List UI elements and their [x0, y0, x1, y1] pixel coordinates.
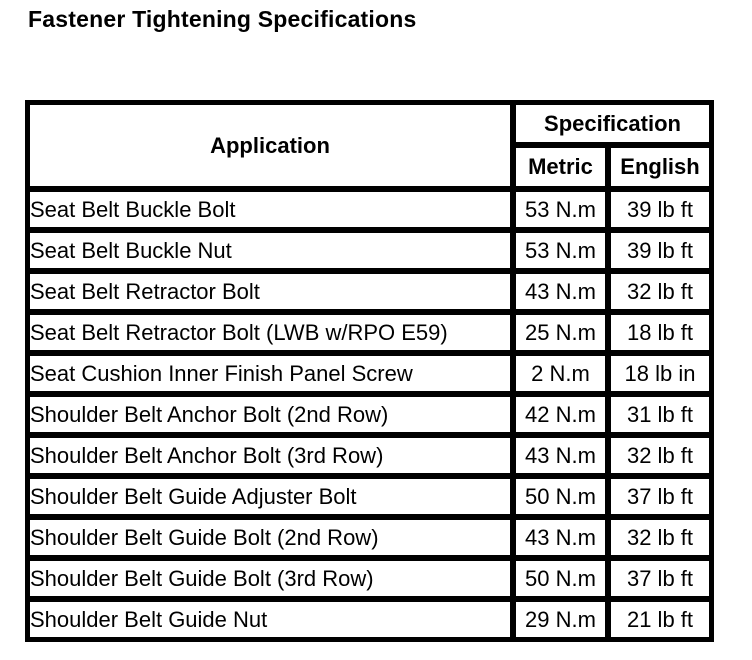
application-cell: Seat Cushion Inner Finish Panel Screw [27, 353, 513, 394]
table-row: Shoulder Belt Anchor Bolt (3rd Row) 43 N… [27, 435, 712, 476]
table-row: Seat Cushion Inner Finish Panel Screw 2 … [27, 353, 712, 394]
table-row: Shoulder Belt Guide Bolt (3rd Row) 50 N.… [27, 558, 712, 599]
header-row-units: Metric English [27, 145, 712, 189]
metric-cell: 43 N.m [513, 517, 608, 558]
application-cell: Shoulder Belt Anchor Bolt (2nd Row) [27, 394, 513, 435]
metric-cell: 50 N.m [513, 476, 608, 517]
column-header-metric: Metric [513, 145, 608, 189]
table-row: Shoulder Belt Anchor Bolt (2nd Row) 42 N… [27, 394, 712, 435]
fastener-spec-table: Application Specification Metric English… [25, 100, 714, 642]
table-row: Seat Belt Buckle Nut 53 N.m 39 lb ft [27, 230, 712, 271]
english-cell: 31 lb ft [608, 394, 712, 435]
application-cell: Shoulder Belt Guide Nut [27, 599, 513, 640]
english-cell: 32 lb ft [608, 271, 712, 312]
metric-cell: 25 N.m [513, 312, 608, 353]
english-cell: 21 lb ft [608, 599, 712, 640]
english-cell: 39 lb ft [608, 189, 712, 230]
column-header-english: English [608, 145, 712, 189]
application-cell: Seat Belt Retractor Bolt (LWB w/RPO E59) [27, 312, 513, 353]
english-cell: 18 lb ft [608, 312, 712, 353]
english-cell: 32 lb ft [608, 435, 712, 476]
english-cell: 39 lb ft [608, 230, 712, 271]
application-cell: Shoulder Belt Guide Bolt (3rd Row) [27, 558, 513, 599]
application-cell: Seat Belt Retractor Bolt [27, 271, 513, 312]
english-cell: 37 lb ft [608, 558, 712, 599]
metric-cell: 43 N.m [513, 271, 608, 312]
page-title: Fastener Tightening Specifications [28, 6, 417, 32]
column-header-specification: Specification [513, 102, 712, 145]
metric-cell: 50 N.m [513, 558, 608, 599]
table-row: Shoulder Belt Guide Nut 29 N.m 21 lb ft [27, 599, 712, 640]
column-header-application: Application [27, 102, 513, 189]
application-cell: Shoulder Belt Anchor Bolt (3rd Row) [27, 435, 513, 476]
table-row: Seat Belt Buckle Bolt 53 N.m 39 lb ft [27, 189, 712, 230]
application-cell: Seat Belt Buckle Nut [27, 230, 513, 271]
english-cell: 32 lb ft [608, 517, 712, 558]
table-row: Seat Belt Retractor Bolt (LWB w/RPO E59)… [27, 312, 712, 353]
table-row: Shoulder Belt Guide Bolt (2nd Row) 43 N.… [27, 517, 712, 558]
english-cell: 18 lb in [608, 353, 712, 394]
english-cell: 37 lb ft [608, 476, 712, 517]
metric-cell: 2 N.m [513, 353, 608, 394]
metric-cell: 43 N.m [513, 435, 608, 476]
metric-cell: 29 N.m [513, 599, 608, 640]
table-row: Shoulder Belt Guide Adjuster Bolt 50 N.m… [27, 476, 712, 517]
application-cell: Shoulder Belt Guide Adjuster Bolt [27, 476, 513, 517]
header-row-specification: Application Specification [27, 102, 712, 189]
metric-cell: 53 N.m [513, 230, 608, 271]
metric-cell: 42 N.m [513, 394, 608, 435]
application-cell: Shoulder Belt Guide Bolt (2nd Row) [27, 517, 513, 558]
metric-cell: 53 N.m [513, 189, 608, 230]
table-row: Seat Belt Retractor Bolt 43 N.m 32 lb ft [27, 271, 712, 312]
application-cell: Seat Belt Buckle Bolt [27, 189, 513, 230]
